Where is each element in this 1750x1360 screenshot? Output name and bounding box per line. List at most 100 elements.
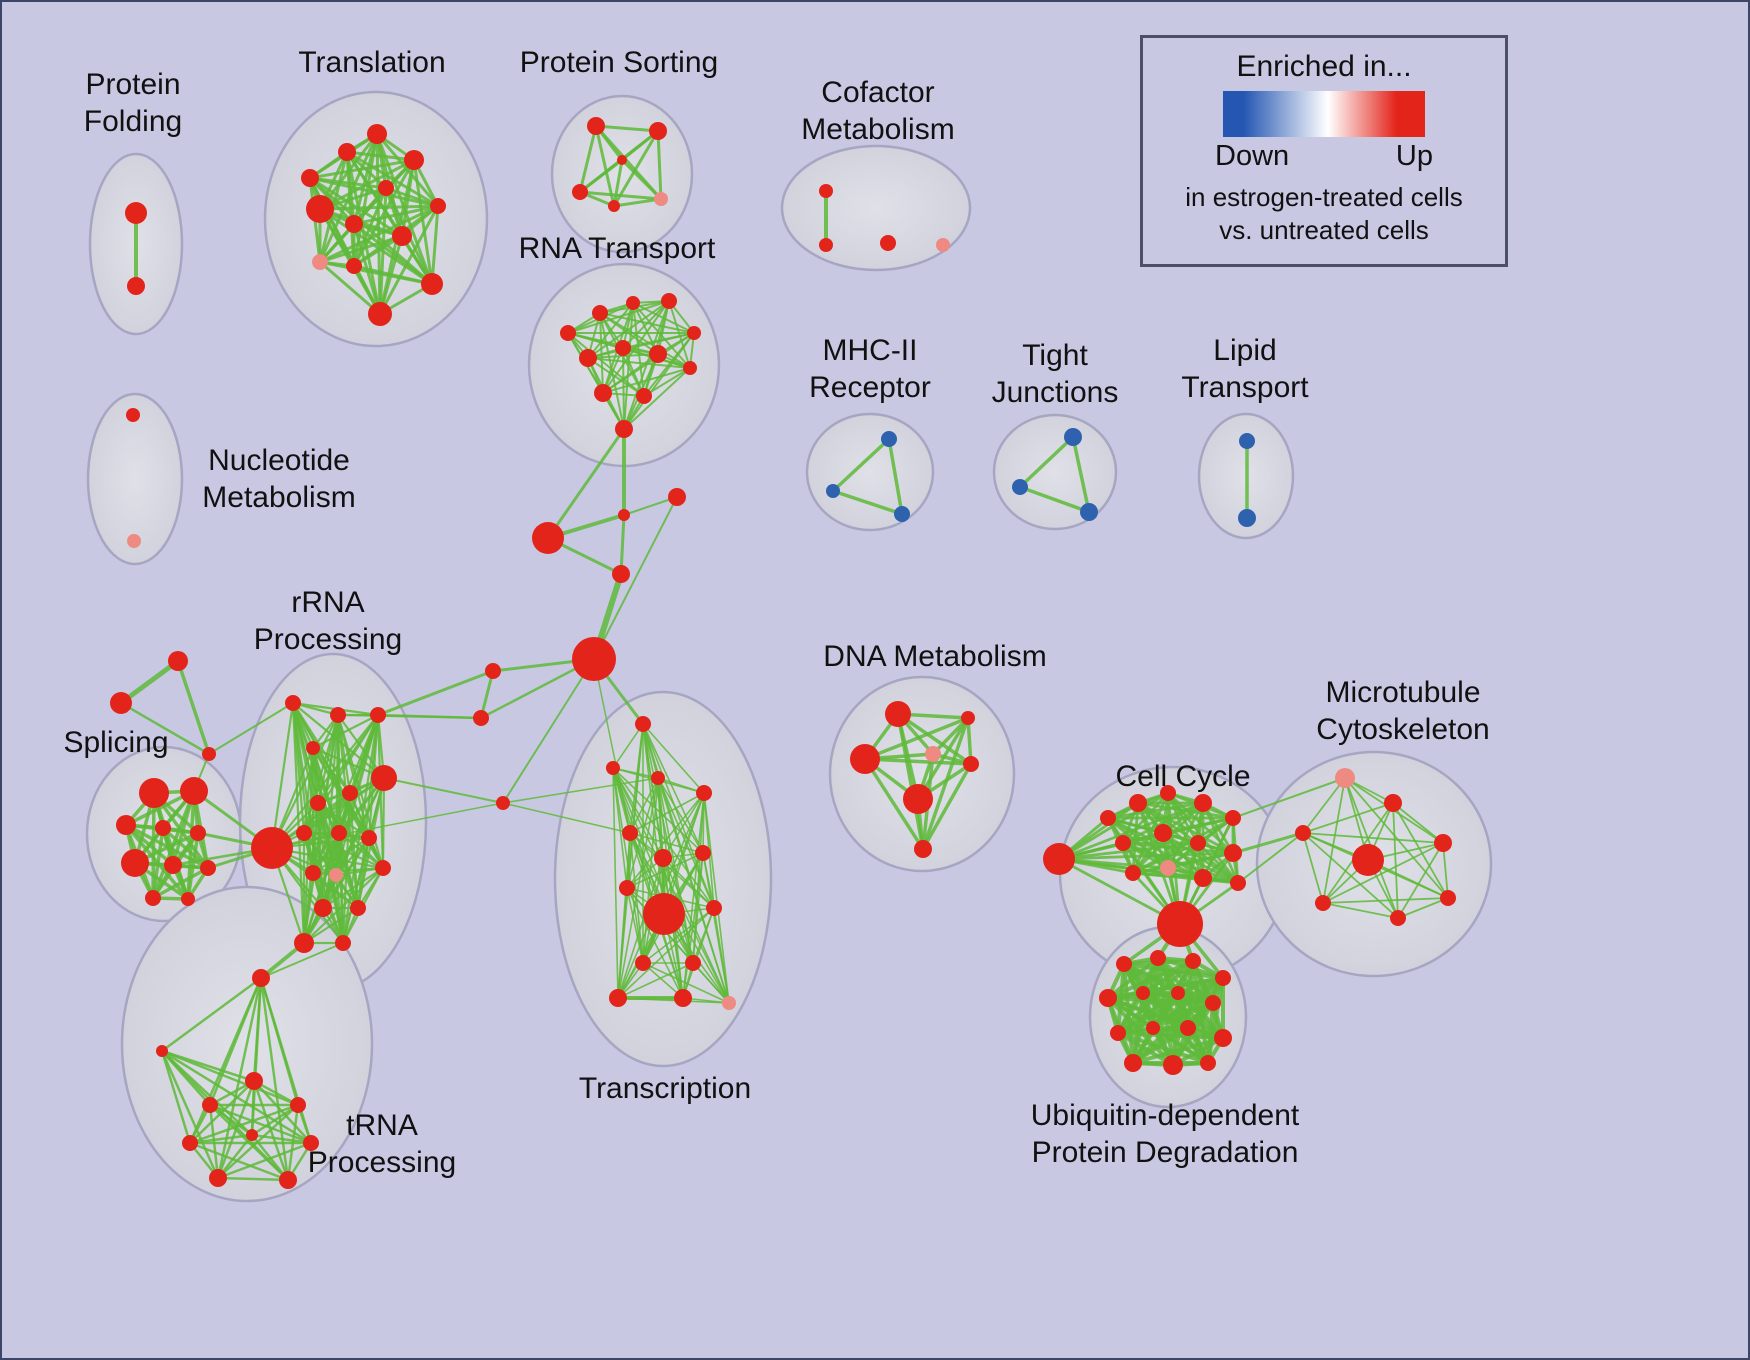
node-sp2[interactable] [180,777,208,805]
node-nm2[interactable] [127,534,141,548]
node-ub12[interactable] [1214,1029,1232,1047]
node-tc2[interactable] [606,761,620,775]
node-rr16[interactable] [350,900,366,916]
node-ub6[interactable] [1136,986,1150,1000]
node-cc8[interactable] [1154,824,1172,842]
node-sp7[interactable] [164,856,182,874]
node-tc10[interactable] [706,900,722,916]
node-rr2[interactable] [330,707,346,723]
node-tj3[interactable] [1080,503,1098,521]
node-ub3[interactable] [1185,953,1201,969]
node-ps4[interactable] [608,200,620,212]
node-lt2[interactable] [1238,509,1256,527]
node-ub8[interactable] [1205,995,1221,1011]
node-HUB[interactable] [572,637,616,681]
node-sp4[interactable] [155,820,171,836]
node-ps3[interactable] [572,184,588,200]
node-pf1[interactable] [125,202,147,224]
node-mt1[interactable] [1335,768,1355,788]
node-cc6[interactable] [1225,810,1241,826]
node-rt7[interactable] [615,340,631,356]
node-mt8[interactable] [1390,910,1406,926]
node-tj2[interactable] [1012,479,1028,495]
node-tc9[interactable] [619,880,635,896]
node-t9[interactable] [392,226,412,246]
node-t11[interactable] [346,258,362,274]
node-ps1[interactable] [587,117,605,135]
node-tc13[interactable] [609,989,627,1007]
node-tc3[interactable] [651,771,665,785]
node-rr12[interactable] [305,865,321,881]
node-tn1[interactable] [245,1072,263,1090]
node-rr3[interactable] [370,707,386,723]
node-C5[interactable] [485,663,501,679]
node-t4[interactable] [367,124,387,144]
node-cc3[interactable] [1129,794,1147,812]
node-rt3[interactable] [626,296,640,310]
node-rr1[interactable] [285,695,301,711]
node-cc14[interactable] [1230,875,1246,891]
node-T2[interactable] [110,692,132,714]
node-tc1[interactable] [635,716,651,732]
node-cc4[interactable] [1160,785,1176,801]
node-t10[interactable] [421,273,443,295]
node-cc9[interactable] [1190,835,1206,851]
node-t3[interactable] [338,143,356,161]
node-rr8[interactable] [371,765,397,791]
node-rr9[interactable] [296,825,312,841]
node-tn6[interactable] [303,1135,319,1151]
node-C7[interactable] [496,796,510,810]
node-ub11[interactable] [1180,1020,1196,1036]
node-rt4[interactable] [661,293,677,309]
node-cf1[interactable] [819,184,833,198]
node-cc5[interactable] [1194,794,1212,812]
node-tn7[interactable] [209,1169,227,1187]
node-sp6[interactable] [121,849,149,877]
node-rr7[interactable] [342,785,358,801]
node-dm7[interactable] [914,840,932,858]
node-ub4[interactable] [1215,970,1231,986]
node-C3[interactable] [612,565,630,583]
node-C2[interactable] [532,522,564,554]
node-C4[interactable] [668,488,686,506]
node-rt1[interactable] [560,325,576,341]
node-ps2[interactable] [649,122,667,140]
node-pf2[interactable] [127,277,145,295]
node-tc11[interactable] [635,955,651,971]
node-sp8[interactable] [200,860,216,876]
node-mt4[interactable] [1352,844,1384,876]
node-mt3[interactable] [1295,825,1311,841]
node-rt10[interactable] [594,384,612,402]
node-C6[interactable] [473,710,489,726]
node-cc15[interactable] [1157,901,1203,947]
node-t2[interactable] [301,169,319,187]
node-ub13[interactable] [1124,1054,1142,1072]
node-rr15[interactable] [314,899,332,917]
node-t12[interactable] [368,302,392,326]
node-tn2[interactable] [202,1097,218,1113]
node-cc13[interactable] [1194,869,1212,887]
node-tc4[interactable] [696,785,712,801]
node-tn4[interactable] [182,1135,198,1151]
node-cc12[interactable] [1160,860,1176,876]
node-cc1[interactable] [1043,843,1075,875]
node-sp10[interactable] [181,892,195,906]
node-sp5[interactable] [190,825,206,841]
node-mt2[interactable] [1384,794,1402,812]
node-tc14[interactable] [674,989,692,1007]
node-mt5[interactable] [1434,834,1452,852]
node-rr4[interactable] [306,741,320,755]
node-rt9[interactable] [683,361,697,375]
node-t1[interactable] [306,195,334,223]
node-ub15[interactable] [1200,1055,1216,1071]
node-tc7[interactable] [695,845,711,861]
node-dm2[interactable] [850,744,880,774]
node-dm1[interactable] [885,701,911,727]
node-sp9[interactable] [145,890,161,906]
node-mh1[interactable] [881,431,897,447]
node-ub1[interactable] [1116,956,1132,972]
node-rr17[interactable] [294,933,314,953]
node-tx2[interactable] [156,1045,168,1057]
node-cf4[interactable] [936,238,950,252]
node-tc15[interactable] [722,996,736,1010]
